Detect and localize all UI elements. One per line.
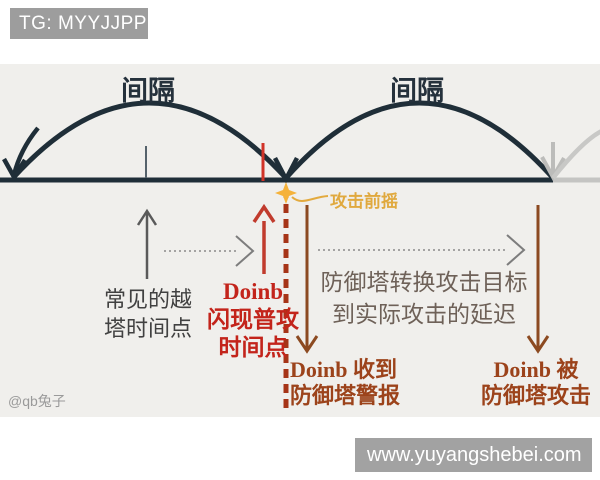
doinb-attacked-line1: Doinb 被 <box>493 357 579 382</box>
interval-arc-2 <box>284 100 555 180</box>
doinb-attacked-line2: 防御塔攻击 <box>480 383 591 408</box>
windup-connector <box>291 195 329 202</box>
interval-label-2: 间隔 <box>390 76 444 106</box>
doinb-alert-line2: 防御塔警报 <box>290 383 401 408</box>
attacked-arrowhead-icon <box>526 335 550 354</box>
future-arc <box>551 129 600 180</box>
doinb-alert-line1: Doinb 收到 <box>290 357 397 382</box>
landing-arrow-mid-icon <box>273 156 299 184</box>
interval-label-1: 间隔 <box>121 76 175 106</box>
attack-windup-label: 攻击前摇 <box>330 192 398 211</box>
common-dive-label: 常见的越 塔时间点 <box>98 285 198 343</box>
doinb-alert-label: Doinb 收到 防御塔警报 <box>290 357 400 409</box>
flash-attack-arrowhead-icon <box>252 203 276 223</box>
common-dive-line1: 常见的越 <box>103 287 192 312</box>
spark-icon <box>275 182 297 204</box>
delay-arrowhead-icon <box>506 234 526 266</box>
website-url: www.yuyangshebei.com <box>367 444 582 466</box>
shift-arrowhead-1-icon <box>235 235 255 267</box>
flash-attack-line1: Doinb <box>222 279 284 304</box>
author-watermark: @qb兔子 <box>8 393 66 409</box>
flash-attack-line3: 时间点 <box>218 335 288 360</box>
flash-attack-line2: 闪现普攻 <box>207 307 299 332</box>
interval-arc-1 <box>11 100 288 180</box>
alert-arrowhead-icon <box>295 335 319 354</box>
prev-attack-arc-tail <box>11 126 40 176</box>
flash-attack-label: Doinb 闪现普攻 时间点 <box>203 278 303 362</box>
website-bar: www.yuyangshebei.com <box>355 438 592 472</box>
doinb-attacked-label: Doinb 被 防御塔攻击 <box>468 357 600 409</box>
diagram-canvas <box>0 64 600 417</box>
tower-delay-line1: 防御塔转换攻击目标 <box>320 270 528 295</box>
telegram-badge: TG: MYYJJPP <box>10 8 148 39</box>
tower-delay-line2: 到实际攻击的延迟 <box>332 302 516 327</box>
common-dive-line2: 塔时间点 <box>103 316 192 341</box>
tower-delay-label: 防御塔转换攻击目标 到实际攻击的延迟 <box>310 267 538 331</box>
common-dive-arrowhead-icon <box>136 208 158 226</box>
